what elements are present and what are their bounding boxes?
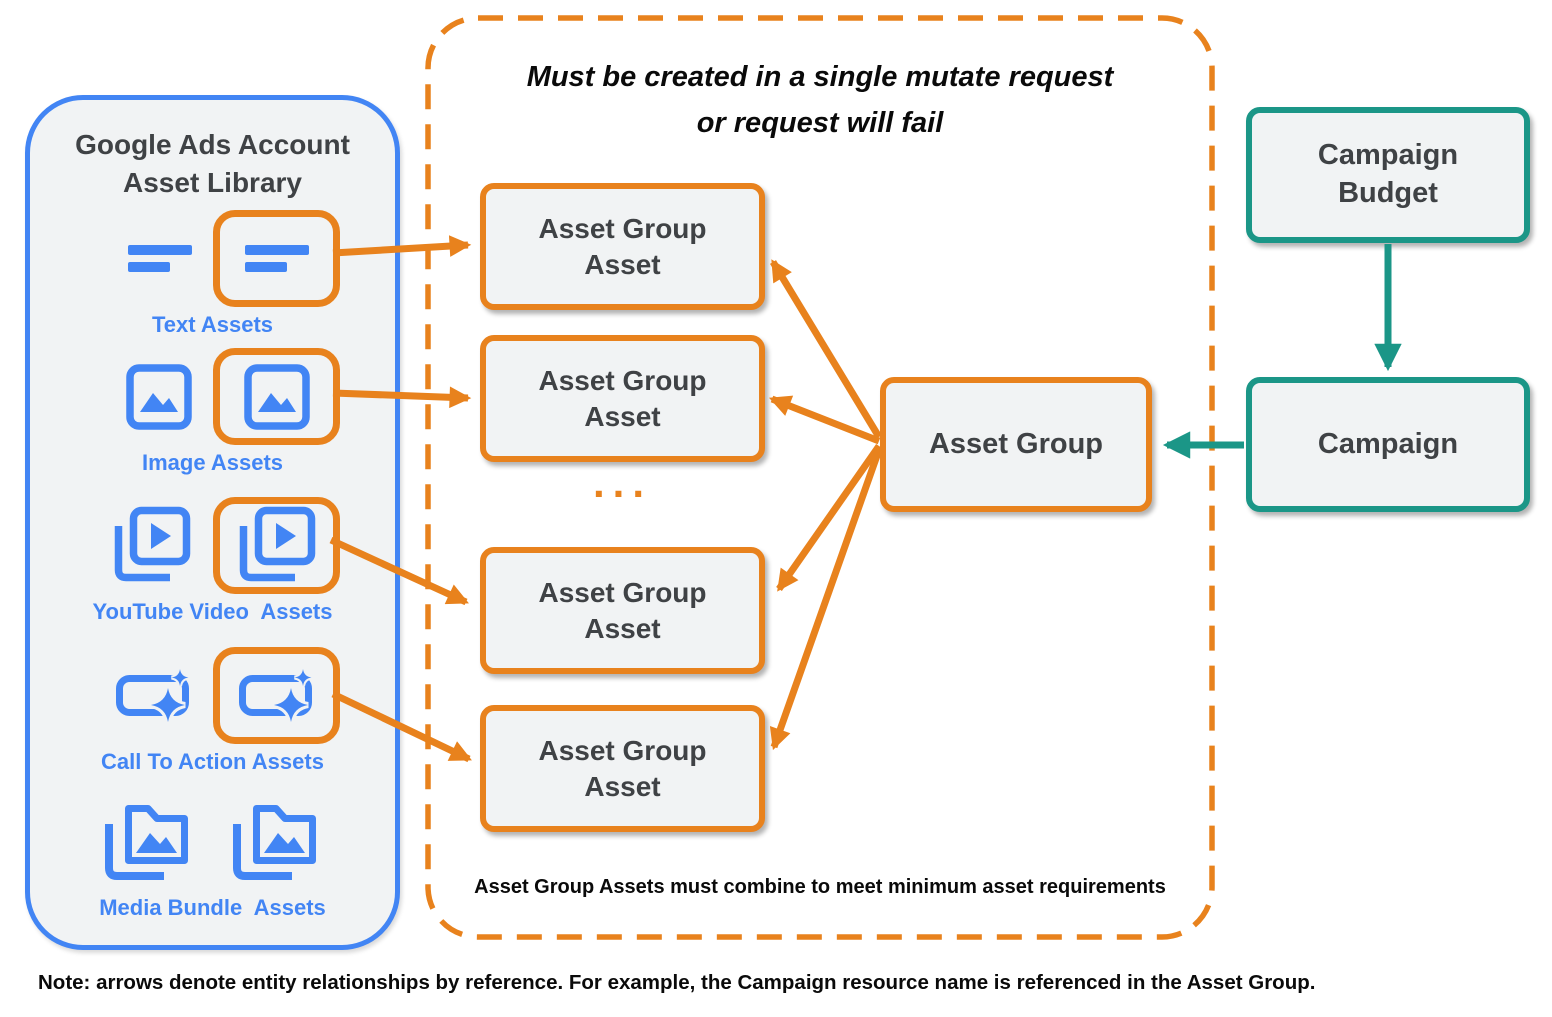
text-asset-highlight-box (213, 210, 340, 307)
youtube-video-assets-label: YouTube Video Assets (92, 599, 333, 624)
media-bundle-asset-icon (230, 793, 318, 890)
asset-group-asset-box: Asset Group Asset (480, 183, 765, 310)
youtube-video-asset-icon (239, 506, 315, 581)
mutate-panel-footnote: Asset Group Assets must combine to meet … (474, 876, 1166, 898)
call-to-action-asset-icon (238, 668, 312, 723)
call-to-action-asset-highlight-box (213, 647, 340, 744)
asset-row-media-bundle: Media Bundle Assets (30, 793, 395, 920)
asset-library-title: Google Ads Account Asset Library (75, 129, 350, 198)
image-asset-highlight-box (213, 348, 340, 445)
image-assets-label: Image Assets (141, 450, 284, 475)
call-to-action-assets-label: Call To Action Assets (101, 749, 324, 774)
asset-library-panel: Google Ads Account Asset Library Text As… (25, 95, 400, 950)
call-to-action-asset-icon (116, 647, 192, 744)
image-asset-icon (243, 363, 310, 430)
mutate-panel-title: Must be created in a single mutate reque… (526, 61, 1114, 140)
asset-group-asset-box: Asset Group Asset (480, 705, 765, 832)
youtube-video-asset-highlight-box (213, 497, 340, 594)
text-asset-icon (244, 244, 309, 272)
asset-row-youtube-video: YouTube Video Assets (30, 497, 395, 624)
campaign-box: Campaign (1246, 377, 1530, 512)
note-text: Note: arrows denote entity relationships… (38, 971, 1316, 994)
text-asset-icon (128, 210, 192, 307)
asset-group-box: Asset Group (880, 377, 1152, 512)
youtube-video-asset-icon (112, 497, 192, 594)
media-bundle-asset-icon (102, 793, 190, 890)
media-bundle-assets-label: Media Bundle Assets (99, 895, 326, 920)
more-asset-group-assets-ellipsis: ... (592, 459, 652, 506)
asset-row-image: Image Assets (30, 348, 395, 475)
text-assets-label: Text Assets (151, 312, 274, 337)
asset-row-text: Text Assets (30, 210, 395, 337)
image-asset-icon (126, 348, 192, 445)
campaign-budget-box: Campaign Budget (1246, 107, 1530, 243)
asset-row-call-to-action: Call To Action Assets (30, 647, 395, 774)
asset-group-asset-box: Asset Group Asset (480, 547, 765, 674)
asset-group-asset-box: Asset Group Asset (480, 335, 765, 462)
